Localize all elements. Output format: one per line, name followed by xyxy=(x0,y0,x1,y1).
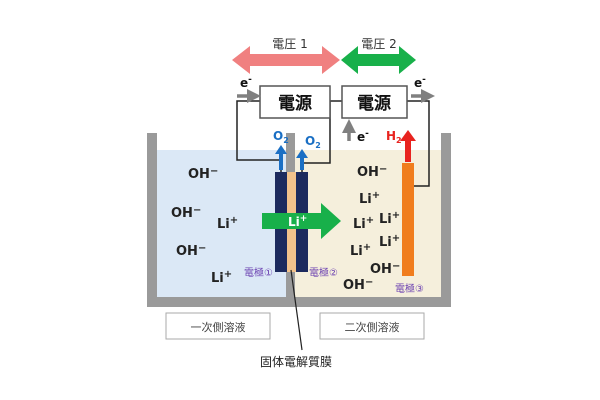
ion-li-5: Li+ xyxy=(379,210,400,227)
h2-label: H2 xyxy=(386,129,402,145)
li-membrane-arrow xyxy=(262,203,341,239)
electrode-2-label: 電極② xyxy=(309,266,338,279)
electron-label-right: e- xyxy=(414,75,426,90)
voltage-2-label: 電圧 2 xyxy=(361,37,396,51)
electron-label-left: e- xyxy=(240,75,252,90)
ion-li-3: Li+ xyxy=(359,190,380,207)
electrode-3 xyxy=(402,163,414,276)
li-membrane-arrow-label: Li+ xyxy=(288,214,307,229)
ion-oh-4: OH− xyxy=(357,164,387,180)
o2-arrow-right-head xyxy=(296,149,308,158)
power-supply-left-box xyxy=(259,85,331,119)
tank-right-wall xyxy=(441,133,451,307)
voltage-1-arrow-right-head xyxy=(322,46,340,74)
voltage-2-arrow xyxy=(341,46,399,74)
ion-li-2: Li+ xyxy=(211,269,232,286)
secondary-solution-label: 二次側溶液 xyxy=(345,320,400,334)
power-supply-right-box xyxy=(341,85,408,119)
membrane-label: 固体電解質膜 xyxy=(260,354,332,369)
power-supply-left-label: 電源 xyxy=(278,93,312,114)
ion-li-7: Li+ xyxy=(379,233,400,250)
ion-oh-2: OH− xyxy=(171,205,201,221)
secondary-solution-box xyxy=(319,312,425,340)
membrane-callout-line xyxy=(290,269,303,351)
ion-oh-1: OH− xyxy=(188,166,218,182)
ion-li-4: Li+ xyxy=(353,215,374,232)
voltage-2-arrow-right-head xyxy=(399,46,416,74)
power-supply-right-label: 電源 xyxy=(357,93,391,114)
electrode-3-label: 電極③ xyxy=(395,282,424,295)
voltage-1-arrow xyxy=(232,46,322,74)
primary-solution-box xyxy=(165,312,271,340)
tank-bottom xyxy=(147,297,451,307)
ion-li-1: Li+ xyxy=(217,215,238,232)
h2-arrow-head xyxy=(400,130,416,141)
ion-oh-6: OH− xyxy=(343,277,373,293)
tank-left-wall xyxy=(147,133,157,307)
o2-label-left: O2 xyxy=(273,129,289,145)
ion-oh-5: OH− xyxy=(370,261,400,277)
electron-label-middle: e- xyxy=(357,129,369,144)
primary-solution-label: 一次側溶液 xyxy=(191,320,246,334)
voltage-1-label: 電圧 1 xyxy=(272,37,307,51)
o2-label-right: O2 xyxy=(305,134,321,150)
electrode-1-label: 電極① xyxy=(244,266,273,279)
o2-arrow-left-head xyxy=(275,145,287,154)
ion-oh-3: OH− xyxy=(176,243,206,259)
ion-li-6: Li+ xyxy=(350,242,371,259)
